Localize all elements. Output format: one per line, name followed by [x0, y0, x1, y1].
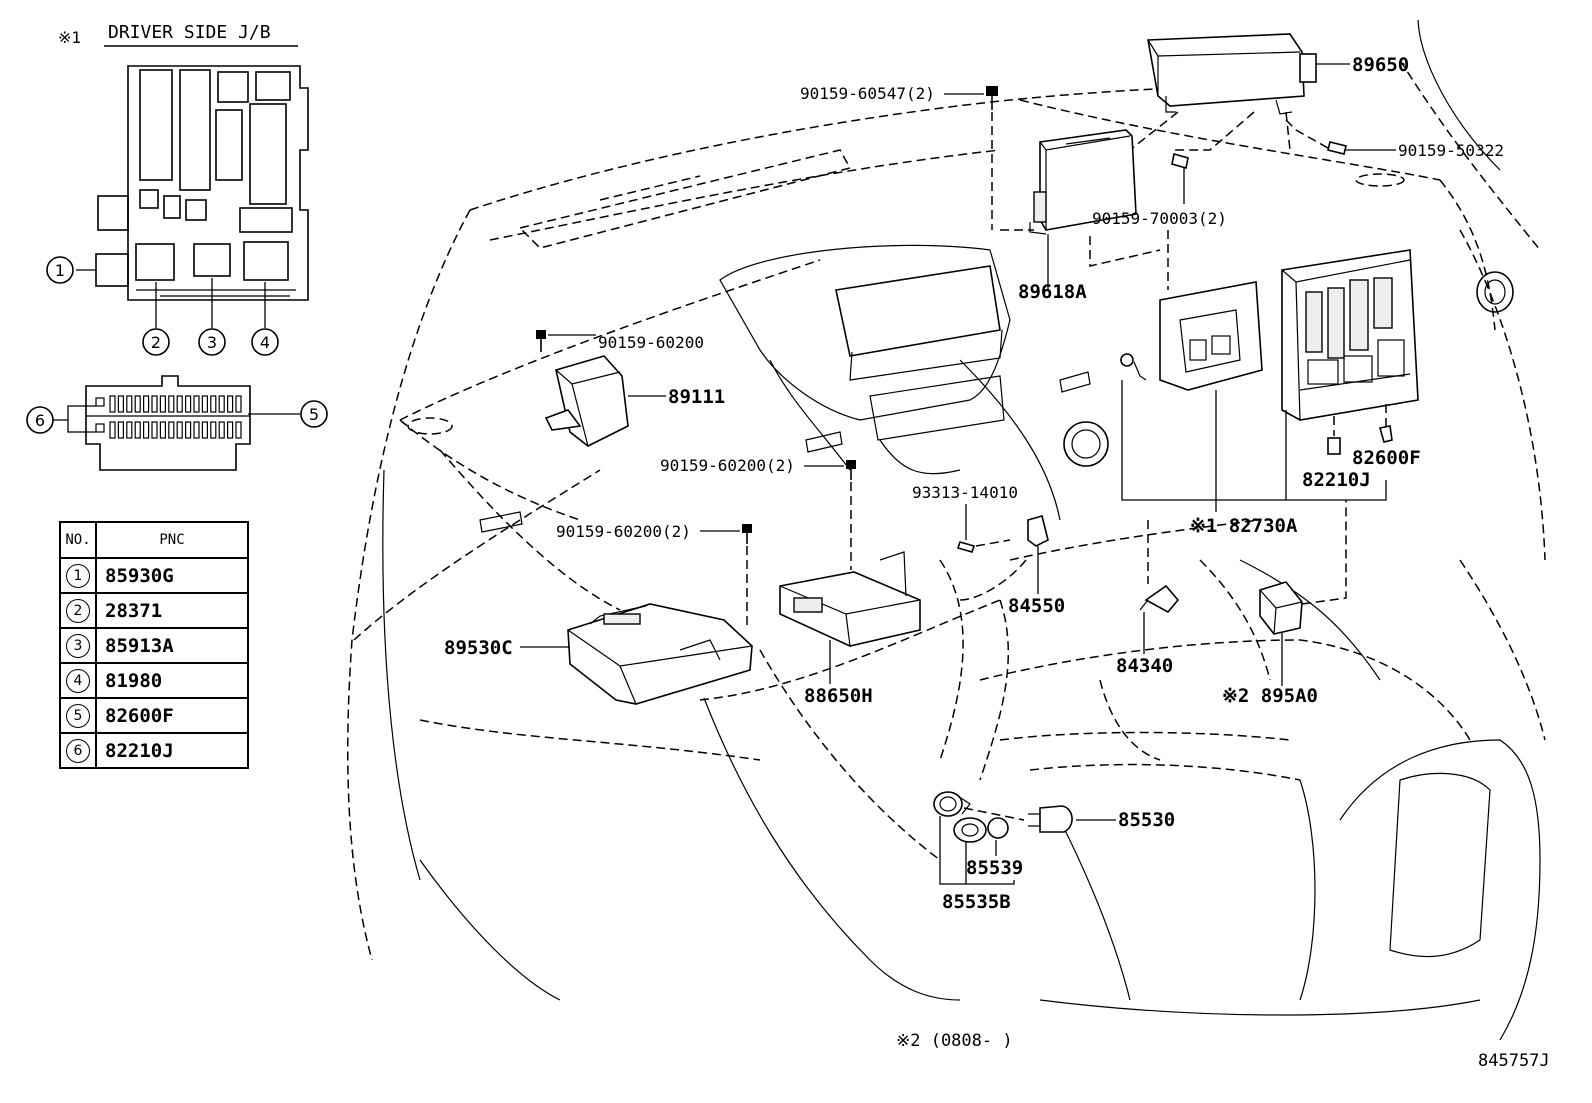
callout-5: 5: [248, 400, 328, 428]
svg-text:4: 4: [260, 333, 270, 352]
pnc-table: NO. PNC 1 85930G 2 28371 3 85913A 4 8198…: [59, 521, 249, 769]
part-90159-60547-bolt: 90159-60547(2): [800, 84, 998, 230]
row-pnc: 82210J: [95, 732, 249, 769]
table-row: 2 28371: [59, 592, 249, 629]
inset-title: DRIVER SIDE J/B: [108, 22, 271, 43]
dashboard-outline: [346, 19, 1546, 1041]
part-89650-module: 89650: [1147, 33, 1409, 115]
callout-4: 4: [251, 282, 279, 356]
table-row: 1 85930G: [59, 557, 249, 594]
label-90159-60547: 90159-60547(2): [800, 84, 935, 103]
inset-mark: ※1: [58, 28, 81, 47]
part-90159-60200-bolt-b: 90159-60200(2): [660, 456, 856, 570]
col-no-header: NO.: [59, 521, 97, 559]
row-pnc: 82600F: [95, 697, 249, 734]
label-82730A: ※1 82730A: [1190, 515, 1298, 537]
label-89618A: 89618A: [1018, 281, 1087, 303]
part-89111-sensor: 90159-60200 89111: [536, 330, 725, 447]
svg-text:3: 3: [207, 333, 217, 352]
row-pnc: 85930G: [95, 557, 249, 594]
label-90159-60200-b: 90159-60200(2): [660, 456, 795, 475]
callout-2: 2: [142, 282, 170, 356]
label-84340: 84340: [1116, 655, 1173, 677]
part-89618A-module: 89618A: [1018, 129, 1137, 303]
row-number: 5: [66, 703, 90, 728]
label-88650H: 88650H: [804, 685, 873, 707]
part-82730A-junction-block: ※1 82730A: [1120, 249, 1419, 537]
part-85535B-socket: 85530 85539 85535B: [933, 791, 1175, 913]
row-number: 2: [66, 598, 90, 623]
row-number: 3: [66, 633, 90, 658]
table-row: 5 82600F: [59, 697, 249, 734]
part-895A0-switch: ※2 895A0: [1222, 500, 1347, 707]
label-895A0: ※2 895A0: [1222, 685, 1318, 707]
svg-text:1: 1: [55, 261, 65, 280]
svg-text:6: 6: [35, 411, 45, 430]
label-85530: 85530: [1118, 809, 1175, 831]
label-85539: 85539: [966, 857, 1023, 879]
part-82210J-fuse: 82210J: [1302, 416, 1371, 491]
table-row: 4 81980: [59, 662, 249, 699]
label-90159-50322: 90159-50322: [1398, 141, 1504, 160]
row-pnc: 85913A: [95, 627, 249, 664]
callout-1: 1: [46, 256, 96, 284]
label-85535B: 85535B: [942, 891, 1011, 913]
diagram-code: 845757J: [1478, 1051, 1550, 1071]
part-90159-50322-bolt: 90159-50322: [1285, 119, 1504, 160]
svg-text:2: 2: [151, 333, 161, 352]
driver-side-jb-inset: ※1 DRIVER SIDE J/B 1: [26, 22, 328, 471]
junction-block-drawing: [95, 65, 309, 301]
row-number: 6: [66, 738, 90, 763]
part-90159-60200-bolt-c: 90159-60200(2): [556, 522, 752, 630]
part-82600F-relay: 82600F: [1352, 404, 1421, 469]
svg-text:5: 5: [309, 405, 319, 424]
label-90159-60200-a: 90159-60200: [598, 333, 704, 352]
row-number: 1: [66, 563, 90, 588]
pnc-table-header: NO. PNC: [59, 521, 249, 559]
connector-drawing: [85, 375, 251, 471]
label-90159-70003: 90159-70003(2): [1092, 209, 1227, 228]
label-84550: 84550: [1008, 595, 1065, 617]
callout-6: 6: [26, 405, 96, 434]
label-82210J: 82210J: [1302, 469, 1371, 491]
label-89530C: 89530C: [444, 637, 513, 659]
table-row: 3 85913A: [59, 627, 249, 664]
callout-3: 3: [198, 278, 226, 356]
row-pnc: 81980: [95, 662, 249, 699]
row-number: 4: [66, 668, 90, 693]
part-93313-14010-bolt: 93313-14010: [912, 483, 1018, 553]
part-88650H-module: 88650H: [779, 551, 921, 707]
label-93313-14010: 93313-14010: [912, 483, 1018, 502]
part-89530C-ecu: 89530C: [444, 603, 753, 705]
label-89111: 89111: [668, 386, 725, 408]
row-pnc: 28371: [95, 592, 249, 629]
label-82600F: 82600F: [1352, 447, 1421, 469]
footnote: ※2 (0808- ): [896, 1031, 1013, 1051]
col-pnc-header: PNC: [95, 521, 249, 559]
label-90159-60200-c: 90159-60200(2): [556, 522, 691, 541]
part-84550-switch: 84550: [959, 515, 1065, 617]
table-row: 6 82210J: [59, 732, 249, 769]
label-89650: 89650: [1352, 54, 1409, 76]
part-84340-sensor: 84340: [1116, 520, 1180, 677]
part-90159-70003-bolt: 90159-70003(2): [1092, 152, 1227, 290]
